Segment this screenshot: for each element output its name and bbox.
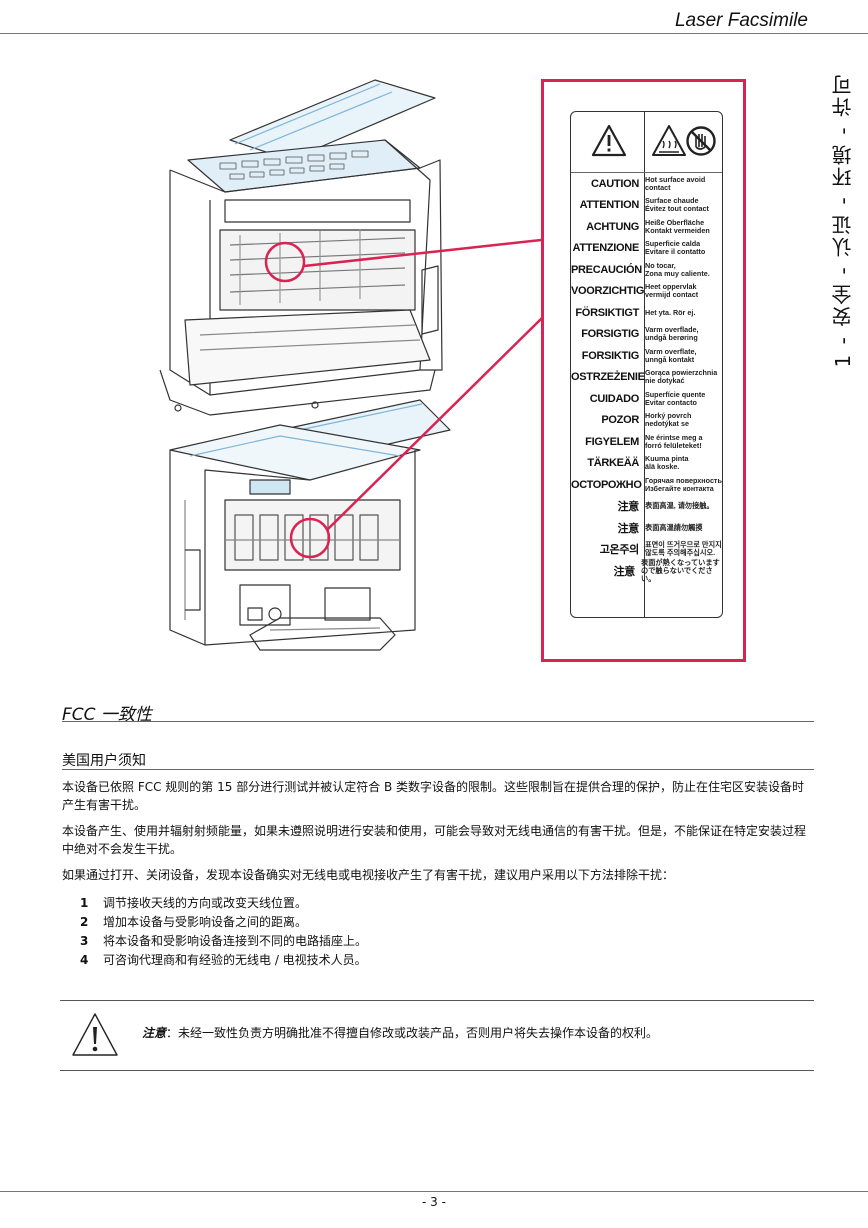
label-row-desc: Heet oppervlak vermijd contact [645, 282, 699, 300]
note-bottom-rule [60, 1070, 814, 1071]
label-row: ACHTUNG Heiße Oberfläche Kontakt vermeide… [571, 216, 722, 238]
subsection-rule [62, 769, 814, 770]
list-item-text: 调节接收天线的方向或改变天线位置。 [103, 896, 308, 910]
list-item: 1 调节接收天线的方向或改变天线位置。 [80, 894, 367, 913]
printer-illustration [159, 79, 543, 651]
label-row-desc: Superfície quente Evitar contacto [645, 389, 706, 407]
label-row: ATTENTION Surface chaude Évitez tout cont… [571, 195, 722, 217]
label-row-desc: Hot surface avoid contact [645, 174, 706, 192]
warning-triangle-icon [591, 124, 627, 157]
label-row-word: VOORZICHTIG [571, 285, 645, 298]
section-rule [62, 721, 814, 722]
label-row-word: 注意 [613, 565, 636, 578]
page-number: - 3 - [422, 1195, 446, 1209]
label-row: 注意表面高溫請勿觸摸 [571, 517, 722, 539]
caution-icon [72, 1013, 118, 1056]
label-row-desc: Superficie calda Evitare il contatto [645, 239, 706, 257]
label-row-desc: 표면이 뜨거우므로 만지지 않도록 주의해주십시오. [645, 540, 722, 558]
hot-surface-icon [652, 125, 686, 156]
label-row: FÖRSIKTIGT Het yta. Rör ej. [571, 302, 722, 324]
list-item-number: 2 [80, 915, 89, 929]
label-row-word: 고온주의 [599, 544, 640, 557]
label-row-desc: Surface chaude Évitez tout contact [645, 196, 709, 214]
label-row-desc: Varm overflate, unngå kontakt [645, 346, 697, 364]
no-touch-icon [686, 126, 716, 156]
label-row-word: ОСТОРОЖНО [571, 478, 642, 491]
list-item-text: 可咨询代理商和有经验的无线电 / 电视技术人员。 [103, 953, 367, 967]
label-row-desc: No tocar, Zona muy caliente. [645, 260, 710, 278]
label-row-word: 注意 [617, 522, 640, 535]
label-row-word: ACHTUNG [586, 220, 639, 233]
label-row-word: OSTRZEŻENIE [571, 371, 645, 384]
label-row-desc: Gorąca powierzchnia nie dotykać [645, 368, 718, 386]
list-item: 3 将本设备和受影响设备连接到不同的电路插座上。 [80, 932, 367, 951]
label-row-word: FÖRSIKTIGT [575, 306, 639, 319]
label-row-word: FORSIGTIG [581, 328, 639, 341]
label-row-word: POZOR [601, 414, 639, 427]
label-row: 注意表面高温, 请勿接触。 [571, 496, 722, 518]
label-row: ATTENZIONE Superficie calda Evitare il co… [571, 238, 722, 260]
paragraph-3: 如果通过打开、关闭设备，发现本设备确实对无线电或电视接收产生了有害干扰，建议用户… [62, 868, 675, 882]
label-row-word: TÄRKEÄÄ [587, 457, 639, 470]
label-row: CAUTION Hot surface avoid contact [571, 173, 722, 195]
label-row-word: FIGYELEM [585, 435, 639, 448]
label-row: FORSIGTIG Varm overflade, undgå berøring [571, 324, 722, 346]
label-row-word: CAUTION [590, 177, 639, 190]
label-row-word: FORSIKTIG [581, 349, 640, 362]
list-item: 4 可咨询代理商和有经验的无线电 / 电视技术人员。 [80, 951, 367, 970]
label-row-desc: Het yta. Rör ej. [645, 307, 696, 317]
label-row: TÄRKEÄÄ Kuuma pinta älä koske. [571, 453, 722, 475]
label-row-word: ATTENZIONE [572, 242, 640, 255]
chapter-side-tab: 1 - 安全 - 认证 - 环境 - 许可 [822, 55, 862, 385]
label-row-desc: Kuuma pinta älä koske. [645, 454, 689, 472]
label-row-desc: Ne érintse meg a forró felületeket! [645, 432, 703, 450]
note-text: 注意：未经一致性负责方明确批准不得擅自修改或改装产品，否则用户将失去操作本设备的… [142, 1024, 658, 1041]
paragraph-1: 本设备已依照 FCC 规则的第 15 部分进行测试并被认定符合 B 类数字设备的… [62, 780, 805, 812]
label-row-word: PRECAUCIÓN [571, 263, 642, 276]
paragraph-2: 本设备产生、使用并辐射射频能量，如果未遵照说明进行安装和使用，可能会导致对无线电… [62, 824, 807, 856]
list-item-text: 增加本设备与受影响设备之间的距离。 [103, 915, 308, 929]
label-row: 注意表面が熱くなっています ので触らないでください。 [571, 557, 722, 583]
label-row-word: CUIDADO [589, 392, 640, 405]
label-row-desc: 表面高温, 请勿接触。 [645, 501, 714, 511]
header-title: Laser Facsimile [674, 10, 808, 31]
list-item-number: 1 [80, 896, 89, 910]
label-row-desc: 表面高溫請勿觸摸 [645, 522, 703, 532]
label-row: CUIDADO Superfície quente Evitar contacto [571, 388, 722, 410]
list-item-number: 4 [80, 953, 89, 967]
label-row-word: 注意 [617, 501, 640, 514]
footer-rule [0, 1191, 868, 1192]
label-row: FIGYELEM Ne érintse meg a forró felületek… [571, 431, 722, 453]
subsection-title: 美国用户须知 [62, 753, 146, 769]
label-row-desc: Horký povrch nedotýkat se [645, 411, 692, 429]
list-item: 2 增加本设备与受影响设备之间的距离。 [80, 913, 367, 932]
label-row-desc: Heiße Oberfläche Kontakt vermeiden [645, 217, 710, 235]
label-row: 고온주의 표면이 뜨거우므로 만지지 않도록 주의해주십시오. [571, 539, 722, 561]
chapter-side-tab-label: 1 - 安全 - 认证 - 环境 - 许可 [830, 72, 855, 368]
header-rule [0, 33, 868, 34]
list-item-text: 将本设备和受影响设备连接到不同的电路插座上。 [103, 934, 368, 948]
label-icons [571, 112, 722, 173]
note-lead: 注意 [142, 1026, 167, 1040]
note-top-rule [60, 1000, 814, 1001]
label-row: FORSIKTIG Varm overflate, unngå kontakt [571, 345, 722, 367]
label-row-desc: 表面が熱くなっています ので触らないでください。 [641, 557, 720, 583]
list-item-number: 3 [80, 934, 89, 948]
note-body: ：未经一致性负责方明确批准不得擅自修改或改装产品，否则用户将失去操作本设备的权利… [166, 1026, 659, 1040]
label-divider [644, 112, 645, 617]
label-row-desc: Горячая поверхность Избегайте контакта [645, 475, 722, 493]
label-row: POZOR Horký povrch nedotýkat se [571, 410, 722, 432]
label-row-desc: Varm overflade, undgå berøring [645, 325, 699, 343]
label-row-word: ATTENTION [579, 199, 640, 212]
section-title: FCC 一致性 [62, 705, 152, 725]
